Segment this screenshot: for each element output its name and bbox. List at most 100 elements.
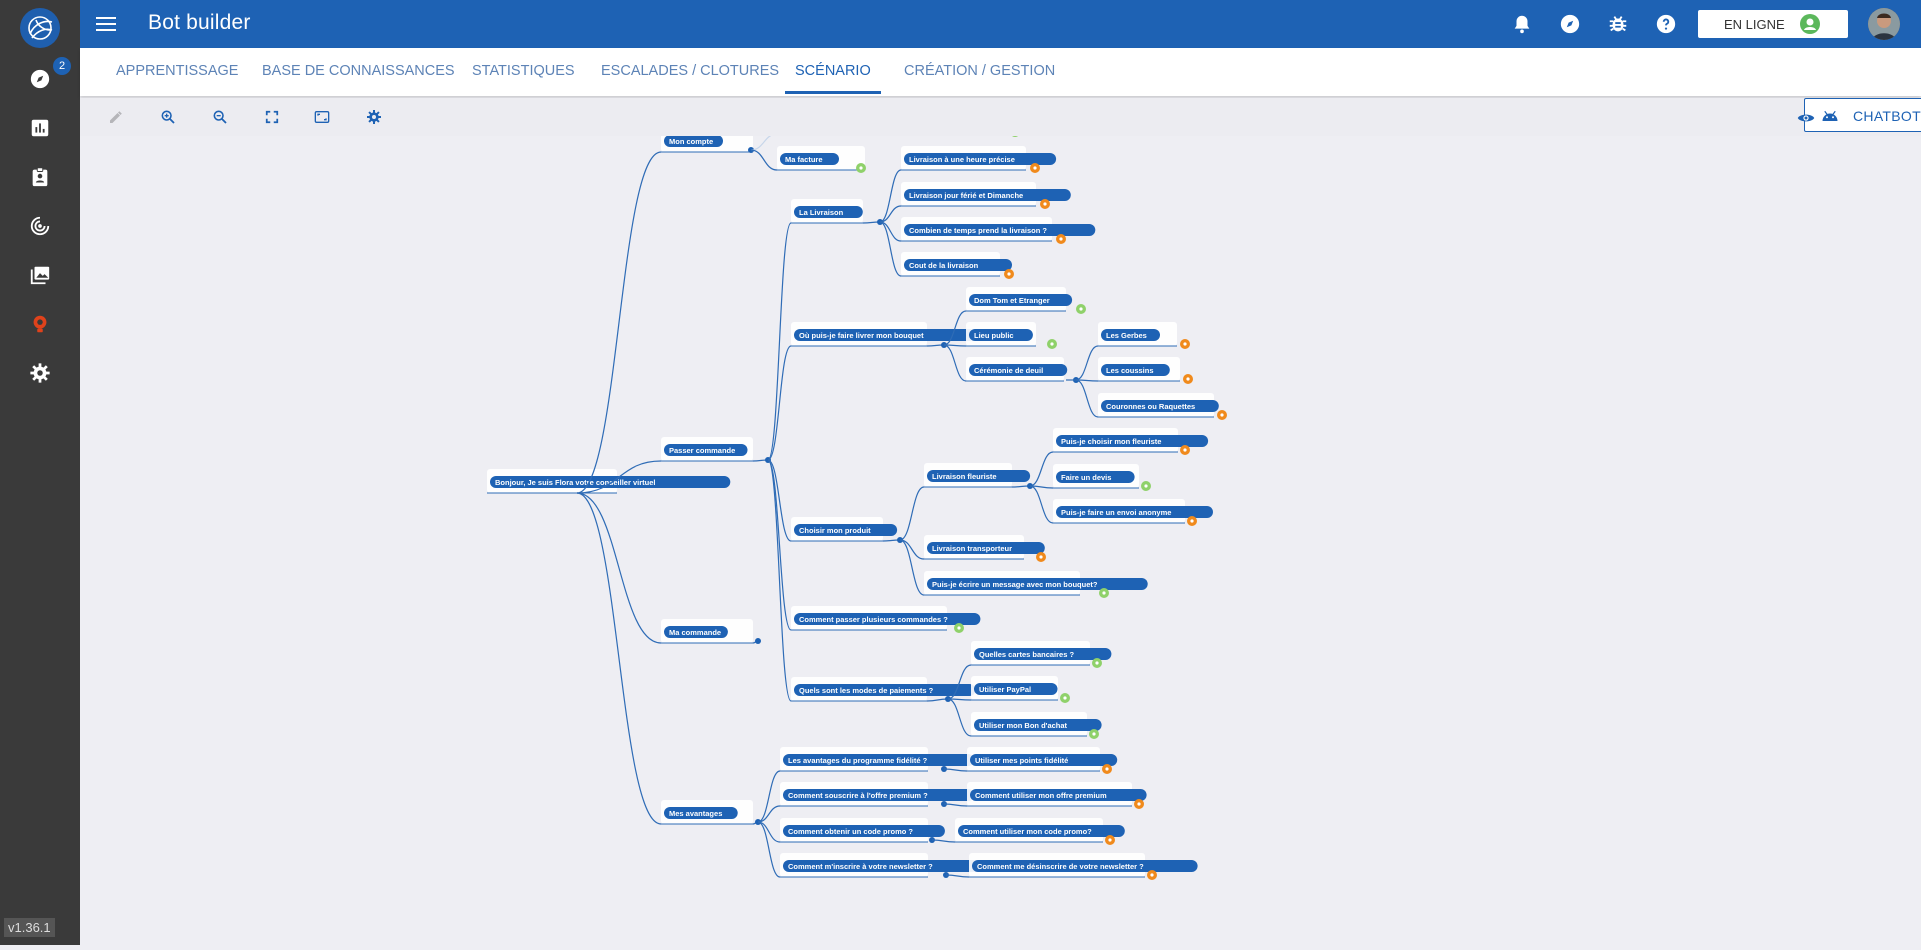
- scenario-node[interactable]: Choisir mon produit: [791, 517, 897, 541]
- scenario-node[interactable]: Utiliser PayPal: [971, 676, 1058, 700]
- scenario-node[interactable]: Quelles cartes bancaires ?: [971, 641, 1111, 665]
- zoom-out-icon[interactable]: [208, 105, 232, 129]
- end-escalation-icon[interactable]: [1102, 764, 1112, 774]
- scenario-node[interactable]: Livraison transporteur: [924, 535, 1045, 559]
- svg-text:Comment obtenir un code promo: Comment obtenir un code promo ?: [788, 827, 913, 836]
- chatbot-button[interactable]: CHATBOT: [1804, 98, 1921, 132]
- end-escalation-icon[interactable]: [1134, 799, 1144, 809]
- scenario-node[interactable]: Où puis-je faire livrer mon bouquet: [791, 322, 976, 346]
- scenario-node[interactable]: Cérémonie de deuil: [966, 357, 1067, 381]
- end-success-icon[interactable]: [1141, 481, 1151, 491]
- end-escalation-icon[interactable]: [1217, 410, 1227, 420]
- end-success-icon[interactable]: [856, 163, 866, 173]
- online-status-button[interactable]: EN LIGNE: [1698, 10, 1848, 38]
- svg-text:Ma commande: Ma commande: [669, 628, 721, 637]
- end-success-icon[interactable]: [1047, 339, 1057, 349]
- end-escalation-icon[interactable]: [1180, 445, 1190, 455]
- end-escalation-icon[interactable]: [1105, 835, 1115, 845]
- scenario-node[interactable]: Couronnes ou Raquettes: [1098, 393, 1219, 417]
- scenario-canvas[interactable]: Bonjour, Je suis Flora votre conseiller …: [80, 136, 1921, 945]
- end-escalation-icon[interactable]: [1004, 269, 1014, 279]
- scenario-node[interactable]: Mon compte: [661, 136, 753, 152]
- tree-link: [944, 345, 966, 381]
- help-icon[interactable]: [1654, 12, 1678, 36]
- svg-text:Utiliser PayPal: Utiliser PayPal: [979, 685, 1031, 694]
- tree-link: [768, 460, 791, 541]
- tree-link: [751, 136, 777, 150]
- end-escalation-icon[interactable]: [1183, 374, 1193, 384]
- scenario-node[interactable]: Comment m'inscrire à votre newsletter ?: [780, 853, 984, 877]
- scenario-node[interactable]: Combien de temps prend la livraison ?: [901, 217, 1095, 241]
- end-success-icon[interactable]: [1099, 588, 1109, 598]
- svg-text:Comment passer plusieurs comma: Comment passer plusieurs commandes ?: [799, 615, 948, 624]
- scenario-node[interactable]: Comment utiliser mon code promo?: [955, 818, 1125, 842]
- scenario-node[interactable]: Les coussins: [1098, 357, 1180, 381]
- end-escalation-icon[interactable]: [1147, 870, 1157, 880]
- scenario-node[interactable]: Passer commande: [661, 437, 753, 461]
- end-success-icon[interactable]: [1060, 693, 1070, 703]
- app-title: Bot builder: [148, 11, 251, 35]
- end-success-icon[interactable]: [1010, 136, 1020, 137]
- end-escalation-icon[interactable]: [1056, 234, 1066, 244]
- scenario-node[interactable]: Livraison fleuriste: [924, 463, 1030, 487]
- svg-text:Utiliser mon Bon d'achat: Utiliser mon Bon d'achat: [979, 721, 1068, 730]
- scenario-node[interactable]: Comment passer plusieurs commandes ?: [791, 606, 980, 630]
- fullscreen-icon[interactable]: [260, 105, 284, 129]
- tree-link: [758, 822, 780, 877]
- lightbulb-icon[interactable]: [20, 304, 60, 344]
- menu-icon[interactable]: [94, 12, 118, 41]
- scenario-node[interactable]: Comment utiliser mon offre premium: [967, 782, 1147, 806]
- target-icon[interactable]: [20, 206, 60, 246]
- tree-link: [944, 804, 967, 806]
- scenario-node[interactable]: La Livraison: [791, 199, 863, 223]
- end-success-icon[interactable]: [1089, 729, 1099, 739]
- bug-icon[interactable]: [1606, 12, 1630, 36]
- end-escalation-icon[interactable]: [1187, 516, 1197, 526]
- avatar[interactable]: [1868, 8, 1900, 40]
- end-escalation-icon[interactable]: [1036, 552, 1046, 562]
- end-escalation-icon[interactable]: [1030, 163, 1040, 173]
- tree-link: [768, 346, 791, 460]
- end-escalation-icon[interactable]: [1180, 339, 1190, 349]
- svg-text:Comment m'inscrire à votre new: Comment m'inscrire à votre newsletter ?: [788, 862, 933, 871]
- tab-creation-gestion[interactable]: CRÉATION / GESTION: [904, 48, 1055, 94]
- scenario-node[interactable]: Ma commande: [661, 619, 753, 643]
- bar-chart-icon[interactable]: [20, 108, 60, 148]
- bell-icon[interactable]: [1510, 12, 1534, 36]
- end-success-icon[interactable]: [954, 623, 964, 633]
- scenario-node[interactable]: Les Gerbes: [1098, 322, 1177, 346]
- end-success-icon[interactable]: [1076, 304, 1086, 314]
- tab-statistiques[interactable]: STATISTIQUES: [472, 48, 575, 94]
- scenario-node[interactable]: Comment me désinscrire de votre newslett…: [969, 853, 1198, 877]
- scenario-node[interactable]: Faire un devis: [1053, 464, 1139, 488]
- tab-scenario[interactable]: SCÉNARIO: [785, 48, 881, 94]
- scenario-node[interactable]: Comment obtenir un code promo ?: [780, 818, 945, 842]
- zoom-in-icon[interactable]: [156, 105, 180, 129]
- eye-icon[interactable]: [1794, 106, 1818, 130]
- pencil-icon[interactable]: [104, 105, 128, 129]
- scenario-node[interactable]: Cout de la livraison: [901, 252, 1012, 276]
- scenario-node[interactable]: Utiliser mes points fidélité: [967, 747, 1117, 771]
- scenario-node[interactable]: Mes avantages: [661, 800, 753, 824]
- scenario-node[interactable]: Utiliser mon Bon d'achat: [971, 712, 1102, 736]
- scenario-node[interactable]: Dom Tom et Etranger: [966, 287, 1072, 311]
- end-success-icon[interactable]: [1092, 658, 1102, 668]
- tab-base-de-connaissances[interactable]: BASE DE CONNAISSANCES: [262, 48, 455, 94]
- tab-apprentissage[interactable]: APPRENTISSAGE: [116, 48, 238, 94]
- settings-icon[interactable]: [362, 105, 386, 129]
- fit-screen-icon[interactable]: [310, 105, 334, 129]
- clipboard-user-icon[interactable]: [20, 157, 60, 197]
- end-escalation-icon[interactable]: [1040, 199, 1050, 209]
- scenario-node[interactable]: Bonjour, Je suis Flora votre conseiller …: [487, 469, 730, 493]
- scenario-node[interactable]: Lieu public: [966, 322, 1036, 346]
- photo-library-icon[interactable]: [20, 255, 60, 295]
- scenario-node[interactable]: Ma facture: [777, 146, 865, 170]
- app-logo[interactable]: [20, 8, 60, 48]
- scenario-node[interactable]: Puis-je écrire un message avec mon bouqu…: [924, 571, 1148, 595]
- svg-text:Livraison à une heure précise: Livraison à une heure précise: [909, 155, 1015, 164]
- tab-escalades-clotures[interactable]: ESCALADES / CLOTURES: [601, 48, 779, 94]
- compass-icon[interactable]: [1558, 12, 1582, 36]
- svg-text:Utiliser mes points fidélité: Utiliser mes points fidélité: [975, 756, 1068, 765]
- gear-icon[interactable]: [20, 353, 60, 393]
- svg-text:Passer commande: Passer commande: [669, 446, 735, 455]
